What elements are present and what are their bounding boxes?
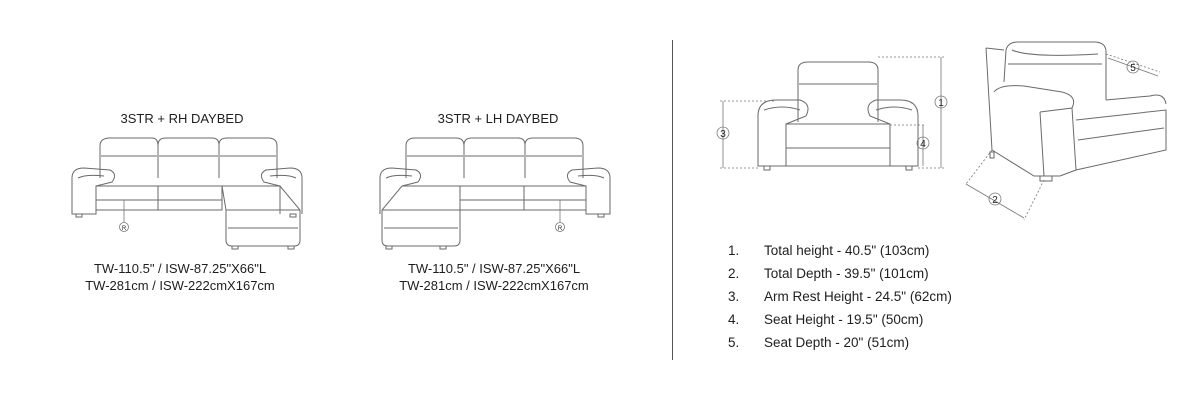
dimension-item: 4. Seat Height - 19.5" (50cm) (728, 308, 952, 331)
right-sofa-drawing: R (379, 137, 611, 250)
left-sofa-title: 3STR + RH DAYBED (120, 111, 244, 126)
right-sofa-imperial: TW-110.5" / ISW-87.25"X66"L (407, 261, 581, 276)
dimension-text: Arm Rest Height - 24.5" (62cm) (764, 289, 952, 304)
callout-1: 1 (938, 98, 944, 109)
callout-5: 5 (1130, 63, 1136, 74)
dimension-text: Seat Height - 19.5" (50cm) (764, 312, 924, 327)
left-sofa-imperial: TW-110.5" / ISW-87.25"X66"L (93, 261, 267, 276)
dimension-number: 5. (728, 335, 740, 350)
dimension-text: Total height - 40.5" (103cm) (764, 243, 930, 258)
left-sofa-drawing: R (71, 137, 303, 250)
right-sofa-metric: TW-281cm / ISW-222cmX167cm (399, 278, 589, 293)
right-recliner-mark: R (558, 226, 563, 232)
dimension-item: 2. Total Depth - 39.5" (101cm) (728, 262, 952, 285)
right-sofa-title: 3STR + LH DAYBED (437, 111, 559, 126)
dimension-item: 5. Seat Depth - 20" (51cm) (728, 331, 952, 354)
armchair-front-view: 1 3 4 (716, 56, 948, 171)
left-recliner-mark: R (122, 226, 127, 232)
dimension-number: 2. (728, 266, 740, 281)
callout-4: 4 (920, 139, 926, 150)
callout-3: 3 (720, 129, 726, 140)
dimension-number: 4. (728, 312, 740, 327)
dimension-number: 3. (728, 289, 740, 304)
armchair-side-view: 5 2 (965, 41, 1167, 221)
dimension-list: 1. Total height - 40.5" (103cm) 2. Total D… (728, 239, 952, 354)
callout-2: 2 (992, 195, 998, 206)
vertical-divider (672, 40, 673, 360)
left-sofa-metric: TW-281cm / ISW-222cmX167cm (85, 278, 275, 293)
dimension-text: Seat Depth - 20" (51cm) (764, 335, 910, 350)
dimension-item: 1. Total height - 40.5" (103cm) (728, 239, 952, 262)
dimension-item: 3. Arm Rest Height - 24.5" (62cm) (728, 285, 952, 308)
dimension-number: 1. (728, 243, 740, 258)
dimension-text: Total Depth - 39.5" (101cm) (764, 266, 929, 281)
